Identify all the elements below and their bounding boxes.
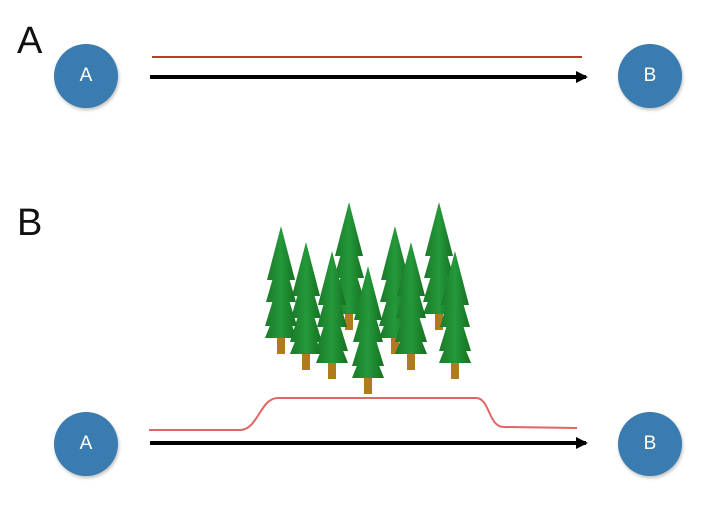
end-node-b: B [618, 412, 682, 476]
pine-tree-icon [265, 226, 297, 354]
start-node-label: A [79, 65, 93, 86]
forest-obstacle [265, 202, 471, 394]
end-node-label: B [643, 433, 657, 454]
panel-label-b: B [17, 202, 43, 244]
end-node-b: B [618, 44, 682, 108]
panel-label-a: A [17, 20, 43, 62]
path-line-detour [149, 397, 578, 431]
start-node-a: A [54, 44, 118, 108]
start-node-label: A [79, 433, 93, 454]
start-node-a: A [54, 412, 118, 476]
end-node-label: B [643, 65, 657, 86]
